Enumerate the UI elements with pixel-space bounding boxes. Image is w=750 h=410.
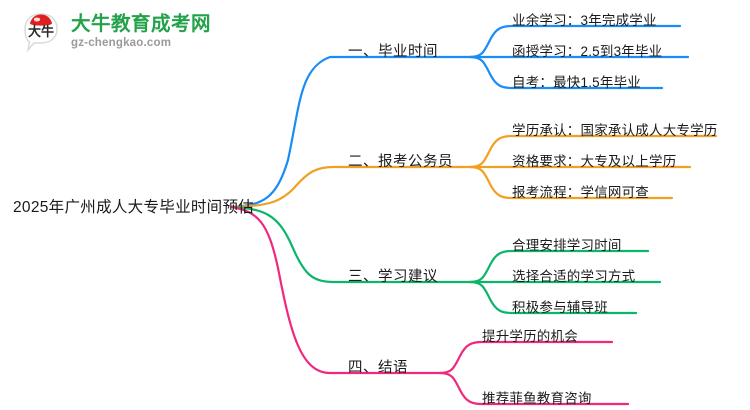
mindmap-root-node[interactable]: 2025年广州成人大专毕业时间预估: [13, 199, 255, 216]
leaf-node-3-1[interactable]: 合理安排学习时间: [512, 238, 622, 253]
site-logo[interactable]: 大牛 大牛教育成考网 gz-chengkao.com: [18, 9, 211, 55]
leaf-node-1-3[interactable]: 自考：最快1.5年毕业: [512, 75, 641, 90]
root-to-branch-1-line: [230, 55, 472, 209]
root-to-branch-2-line: [230, 165, 472, 209]
logo-title: 大牛教育成考网: [71, 12, 212, 35]
svg-text:大牛: 大牛: [28, 24, 54, 40]
leaf-node-2-1[interactable]: 学历承认：国家承认成人大专学历: [512, 123, 718, 138]
leaf-node-4-2[interactable]: 推荐菲鱼教育咨询: [482, 391, 592, 406]
branch-label-3[interactable]: 三、学习建议: [348, 269, 438, 285]
leaf-node-3-3[interactable]: 积极参与辅导班: [512, 300, 608, 315]
branch-label-4[interactable]: 四、结语: [348, 360, 408, 376]
leaf-node-4-1[interactable]: 提升学历的机会: [482, 329, 578, 344]
branch-label-1[interactable]: 一、毕业时间: [348, 44, 438, 60]
leaf-node-2-3[interactable]: 报考流程：学信网可查: [512, 185, 649, 200]
leaf-node-1-2[interactable]: 函授学习：2.5到3年毕业: [512, 44, 663, 59]
branch-4-to-leaf-1-line: [438, 340, 614, 375]
root-to-branch-4-line: [230, 205, 442, 375]
speech-bubble-logo-icon: 大牛: [18, 9, 64, 55]
logo-text-block: 大牛教育成考网 gz-chengkao.com: [71, 12, 212, 50]
logo-subtitle: gz-chengkao.com: [71, 37, 172, 49]
branch-label-2[interactable]: 二、报考公务员: [348, 154, 453, 170]
leaf-node-1-1[interactable]: 业余学习：3年完成学业: [512, 13, 657, 28]
leaf-node-3-2[interactable]: 选择合适的学习方式: [512, 269, 636, 284]
leaf-node-2-2[interactable]: 资格要求：大专及以上学历: [512, 154, 677, 169]
